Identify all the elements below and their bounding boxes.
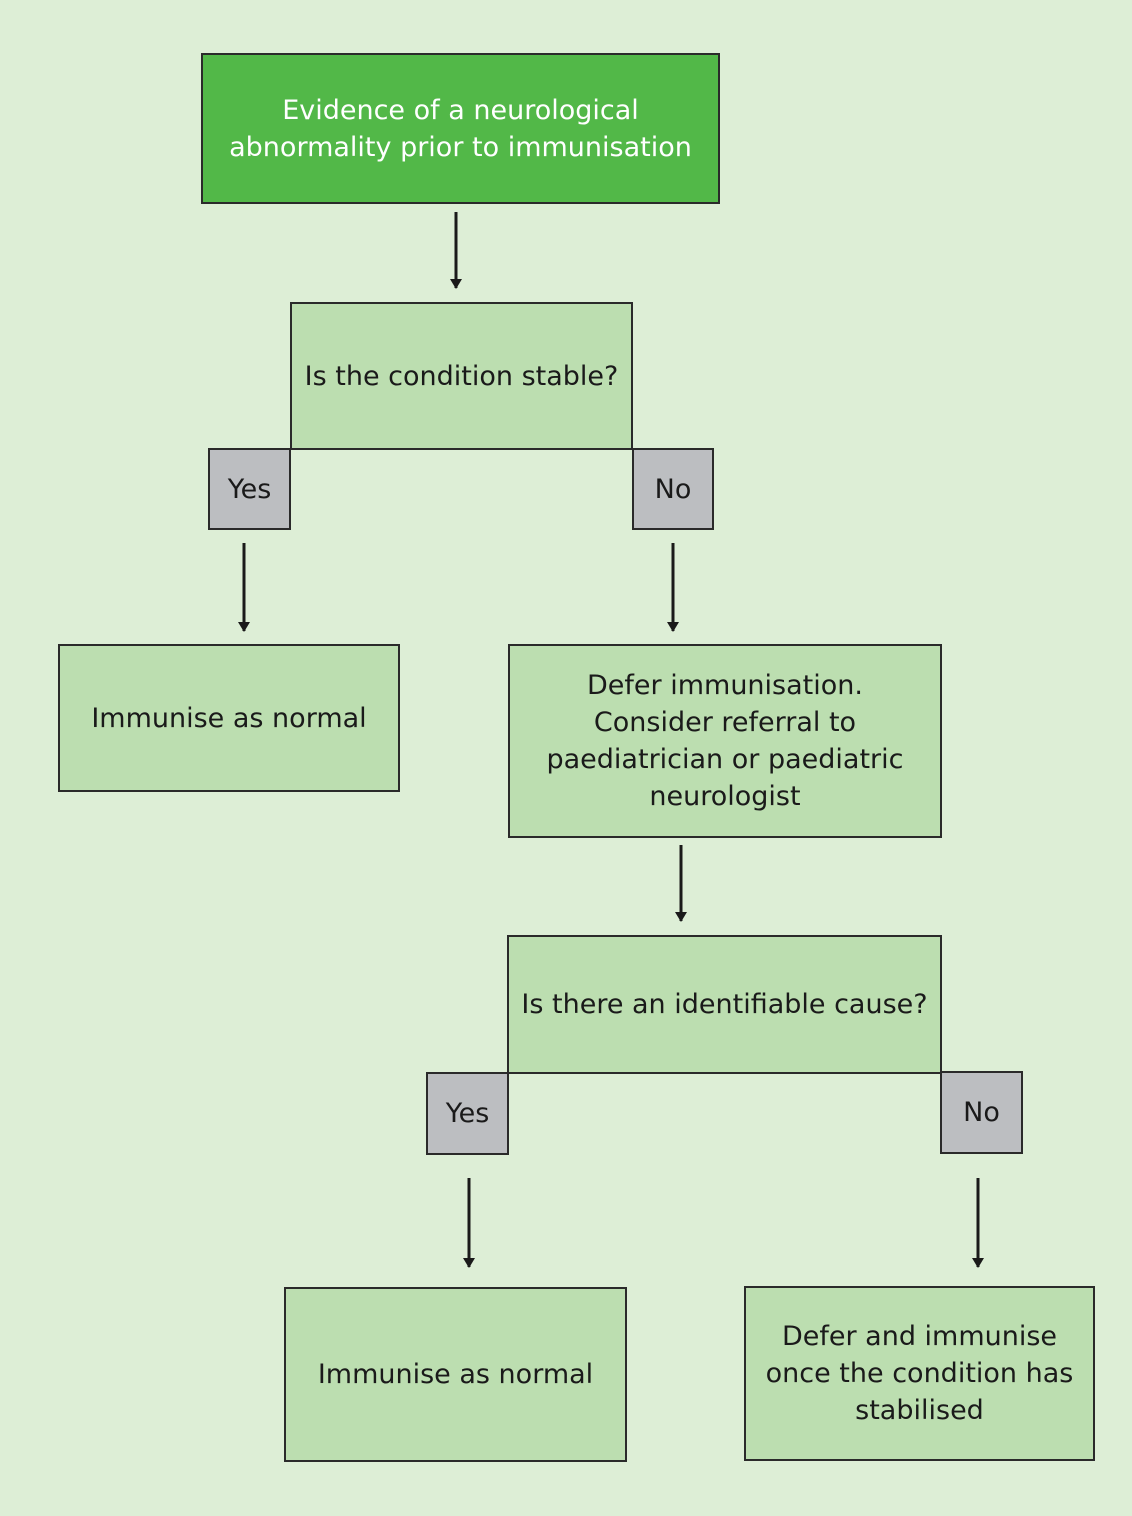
q2-yes-label: Yes: [426, 1072, 509, 1155]
q2-yes-outcome-node: Immunise as normal: [284, 1287, 627, 1462]
start-node: Evidence of a neurological abnormality p…: [201, 53, 720, 204]
q1-no-label: No: [632, 448, 714, 530]
q2-no-outcome-node: Defer and immunise once the condition ha…: [744, 1286, 1095, 1461]
q1-yes-outcome-node: Immunise as normal: [58, 644, 400, 792]
question-1-node: Is the condition stable?: [290, 302, 633, 450]
q1-yes-label: Yes: [208, 448, 291, 530]
q2-no-label: No: [940, 1071, 1023, 1154]
question-2-node: Is there an identifiable cause?: [507, 935, 942, 1074]
q1-no-outcome-node: Defer immunisation. Consider referral to…: [508, 644, 942, 838]
